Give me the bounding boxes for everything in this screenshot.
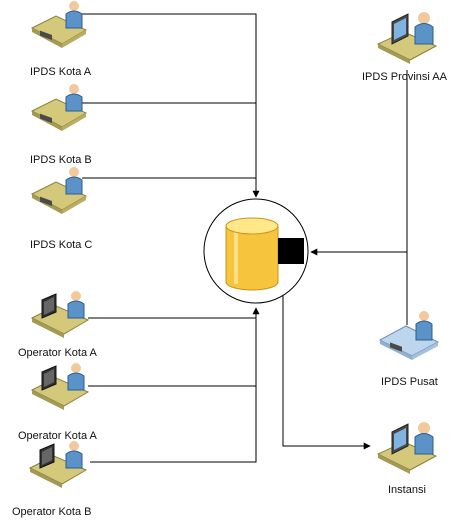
database-connector-square bbox=[278, 238, 304, 264]
instansi-node bbox=[376, 422, 438, 474]
operator-kota-a-node-2 bbox=[30, 363, 90, 410]
desk-person-icon bbox=[30, 84, 88, 131]
desk-person-icon bbox=[30, 1, 88, 48]
label-ipds-kota-b: IPDS Kota B bbox=[30, 154, 92, 166]
label-operator-kota-a-1: Operator Kota A bbox=[18, 347, 98, 359]
computer-person-icon bbox=[376, 12, 438, 64]
connectors bbox=[82, 13, 408, 463]
label-ipds-provinsi: IPDS Provinsi AA bbox=[362, 71, 448, 83]
ipds-kota-a-node bbox=[30, 1, 88, 48]
edge-ipds-kota-a-to-db bbox=[82, 13, 260, 198]
ipds-pusat-node bbox=[378, 311, 440, 360]
ipds-kota-b-node bbox=[30, 84, 88, 131]
label-ipds-kota-a: IPDS Kota A bbox=[30, 66, 92, 78]
ipds-kota-c-node bbox=[30, 167, 88, 214]
database-cylinder-icon bbox=[225, 217, 279, 291]
label-operator-kota-b: Operator Kota B bbox=[12, 506, 92, 518]
label-instansi: Instansi bbox=[388, 484, 426, 496]
operator-kota-a-node-1 bbox=[30, 291, 90, 338]
edge-db-to-instansi bbox=[282, 290, 371, 450]
operator-kota-b-node bbox=[28, 441, 88, 488]
desk-person-icon bbox=[378, 311, 440, 360]
workstation-person-icon bbox=[28, 441, 88, 488]
workstation-person-icon bbox=[30, 291, 90, 338]
edge-operator-1-to-db bbox=[88, 307, 260, 319]
label-ipds-pusat: IPDS Pusat bbox=[381, 376, 438, 388]
label-operator-kota-a-2: Operator Kota A bbox=[18, 430, 98, 442]
desk-person-icon bbox=[30, 167, 88, 214]
ipds-provinsi-node bbox=[376, 12, 438, 64]
edge-operator-3-to-db bbox=[90, 318, 257, 463]
database-node bbox=[203, 198, 309, 304]
labels: IPDS Kota A IPDS Kota B IPDS Kota C Oper… bbox=[12, 66, 448, 518]
workstation-person-icon bbox=[30, 363, 90, 410]
label-ipds-kota-c: IPDS Kota C bbox=[30, 239, 92, 251]
computer-person-icon bbox=[376, 422, 438, 474]
